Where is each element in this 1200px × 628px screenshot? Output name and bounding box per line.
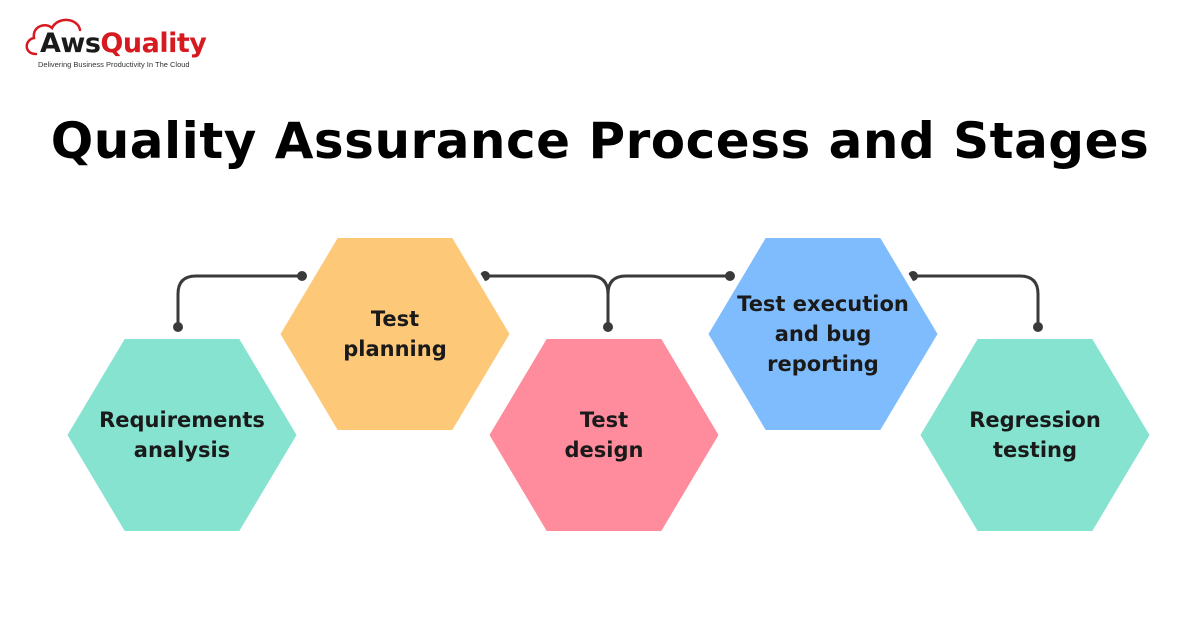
stage-hexagon-1 — [61, 333, 303, 537]
connector-dot — [1033, 322, 1043, 332]
stage-hexagon-3 — [483, 333, 725, 537]
cloud-icon — [25, 18, 82, 56]
connector-4-5 — [913, 274, 1040, 327]
stage-hexagon-5 — [914, 333, 1156, 537]
connector-2-3-4 — [485, 274, 730, 327]
connector-dots — [173, 271, 1043, 332]
brand-tagline: Delivering Business Productivity In The … — [38, 60, 190, 69]
stage-label-1: Requirements analysis — [99, 408, 265, 462]
connector-dot — [603, 322, 613, 332]
stage-label-5: Regression testing — [969, 408, 1101, 462]
connector-1-2 — [176, 274, 302, 327]
connector-dot — [173, 322, 183, 332]
stage-hexagon-2 — [274, 232, 516, 436]
connector-dot — [725, 271, 735, 281]
stage-hexagon-4 — [702, 232, 944, 436]
connector-dot — [297, 271, 307, 281]
brand-logo: AwsQuality Delivering Business Productiv… — [22, 14, 222, 74]
page-title: Quality Assurance Process and Stages — [50, 112, 1150, 170]
stage-label-3: Test design — [564, 408, 644, 462]
stage-label-2: Test planning — [343, 307, 447, 361]
stage-label-4: Test execution and bug reporting — [737, 292, 909, 376]
brand-name: AwsQuality — [40, 28, 207, 59]
connector-lines — [176, 274, 1040, 327]
